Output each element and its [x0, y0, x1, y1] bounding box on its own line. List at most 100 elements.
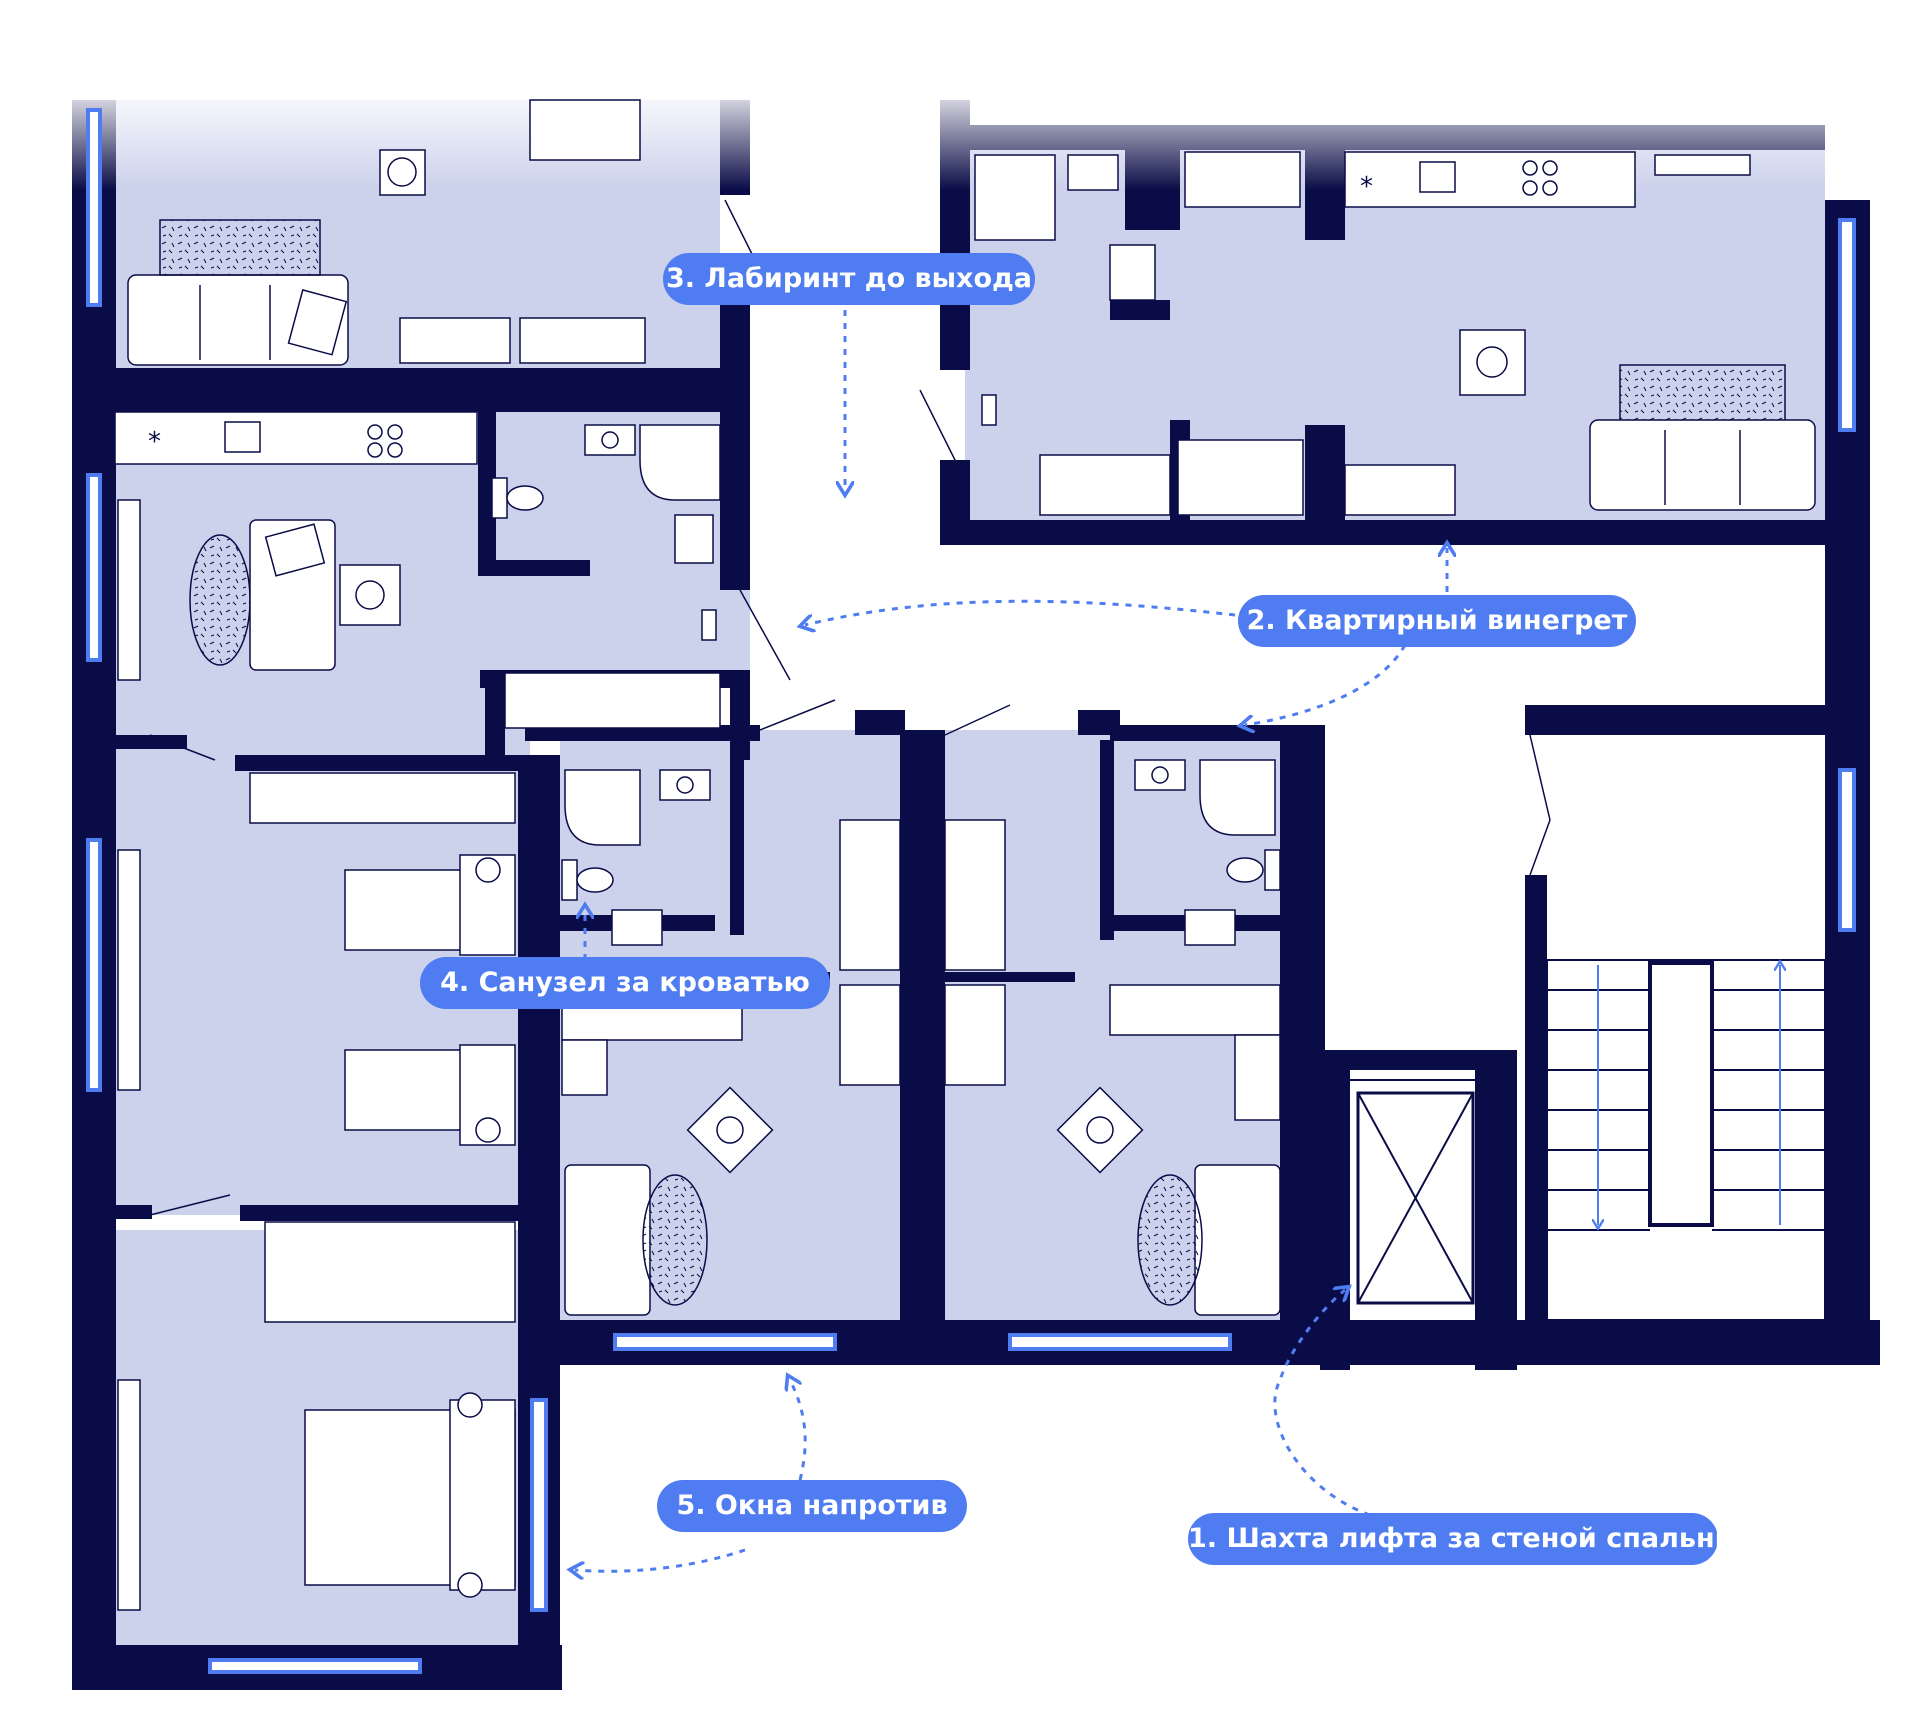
wall-studio-b-bath-l [1100, 740, 1114, 940]
wall-studio-b-right [1280, 730, 1325, 1320]
window-bottom-left [208, 1658, 422, 1674]
toilet-icon [491, 477, 544, 519]
wall-elevator-bottom [1320, 1320, 1880, 1365]
rug-round [642, 1174, 708, 1306]
wall-left-mid2 [240, 1205, 525, 1221]
wardrobe-icon [1177, 439, 1304, 516]
fridge-icon: * [148, 427, 161, 457]
window-bedroom-right [530, 1398, 548, 1612]
table-icon [1056, 1086, 1144, 1174]
kitchen-unit [1344, 464, 1456, 516]
wall-left-mid [72, 1205, 152, 1219]
arrow-icon [1273, 1290, 1371, 1517]
window-studio-a [613, 1333, 837, 1351]
wardrobe-icon [839, 984, 901, 1086]
table-icon [686, 1086, 774, 1174]
washer [1184, 909, 1236, 946]
elevator-icon [1350, 1070, 1475, 1320]
stove-icon [1234, 1034, 1281, 1121]
sofa-icon [249, 519, 336, 671]
windows [86, 108, 1856, 1674]
sofa-icon [127, 274, 349, 366]
sink-icon [659, 769, 711, 801]
annotation-vinaigrette: 2. Квартирный винегрет [1238, 595, 1636, 647]
wall-studio-b-mid [945, 972, 1075, 982]
wall-tl-bottom [72, 368, 732, 412]
wall-bedroom-top [235, 755, 525, 771]
sofa-icon [564, 1164, 651, 1316]
window-frame [117, 849, 141, 1091]
sink-icon [1067, 154, 1119, 191]
wardrobe-icon [839, 819, 901, 971]
wall-corridor-left [485, 670, 505, 755]
tv [1654, 154, 1751, 176]
wall-studio-a-bath-r [730, 740, 744, 935]
sink-icon [584, 424, 636, 456]
wall-studio-a-top [525, 725, 760, 741]
window-right-2 [1838, 768, 1856, 932]
stove-icon [114, 411, 478, 465]
wall-bath-bottom [478, 560, 590, 576]
wall-elevator-right [1475, 1050, 1517, 1370]
annotation-windows: 5. Окна напротив [657, 1480, 967, 1532]
table-icon [379, 149, 426, 196]
rug-round [189, 534, 251, 666]
window-frame [117, 499, 141, 681]
wardrobe-icon [944, 984, 1006, 1086]
bed-icon [344, 1044, 516, 1146]
wardrobe-icon [519, 317, 646, 364]
arrow-icon [805, 599, 1236, 625]
door-mat [981, 394, 997, 426]
arrow-icon [1245, 644, 1407, 725]
kitchen-unit [1109, 984, 1281, 1036]
fridge-icon: * [1360, 172, 1373, 202]
cabinet [529, 99, 641, 161]
wall-elevator-left [1320, 1050, 1350, 1370]
rug [159, 219, 321, 276]
wall-kitchen-bath [478, 410, 496, 575]
arrow-icon [790, 1380, 807, 1481]
wall-stairs-left [1525, 875, 1547, 1365]
wall-bath-right [720, 410, 750, 585]
washer [1109, 244, 1156, 301]
wall-stairs-top [1525, 705, 1825, 735]
window-left-3 [86, 838, 102, 1092]
washer [611, 909, 663, 946]
bed-icon [344, 854, 516, 956]
wardrobe-icon [1184, 151, 1301, 208]
wardrobe-icon [944, 819, 1006, 971]
shower-icon [564, 769, 641, 846]
bed-icon [304, 1392, 516, 1598]
shower-icon [1199, 759, 1276, 836]
kitchen-unit [399, 317, 511, 364]
wall-studio-b-top2 [1110, 725, 1325, 741]
wall-center-between [900, 730, 945, 1320]
sofa-icon [1589, 419, 1816, 511]
toilet-icon [561, 859, 614, 901]
rug-round [1137, 1174, 1203, 1306]
sink-icon [1134, 759, 1186, 791]
window-left-2 [86, 473, 102, 662]
window-frame [117, 1379, 141, 1611]
stove-icon [561, 1039, 608, 1096]
washer [674, 514, 714, 564]
wardrobe-icon [249, 772, 516, 824]
wall-studio-a-top2 [855, 710, 905, 735]
door-mat [701, 609, 717, 641]
annotation-arrows [575, 310, 1447, 1571]
annotation-bathroom: 4. Санузел за кроватью [420, 957, 830, 1009]
shower-icon [974, 154, 1056, 241]
toilet-icon [1226, 849, 1281, 891]
furniture: * [114, 99, 1816, 1611]
wardrobe-icon [264, 1221, 516, 1323]
wall-tr-left-low [940, 460, 970, 540]
arrow-icon [575, 1548, 746, 1571]
stove-icon [1344, 151, 1636, 208]
rug [1619, 364, 1786, 426]
stairs-icon [1546, 959, 1826, 1321]
sofa-icon [1194, 1164, 1281, 1316]
hall-wardrobe [504, 672, 721, 729]
table-icon [339, 564, 401, 626]
wall-tr-mid2 [1305, 425, 1345, 525]
